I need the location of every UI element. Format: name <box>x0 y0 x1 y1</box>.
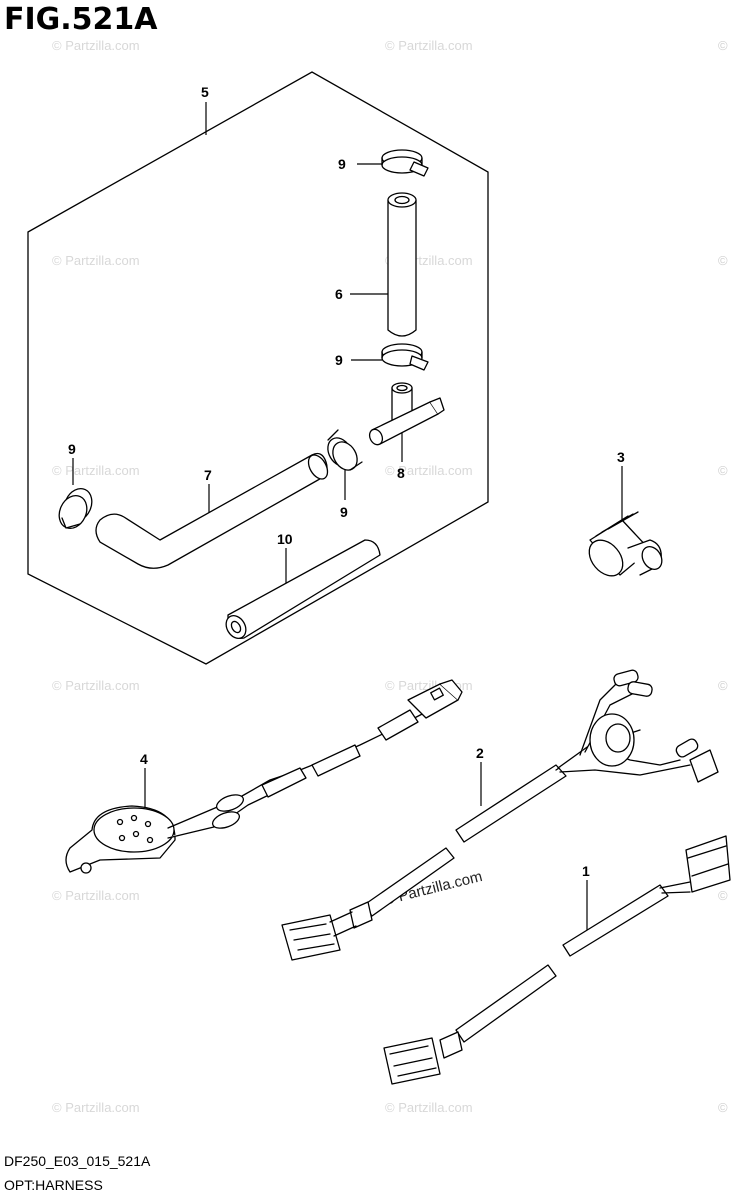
callouts: 5 9 6 9 8 9 9 7 10 3 4 2 1 <box>68 84 625 879</box>
watermark-text: © Partzilla.com <box>385 1100 473 1115</box>
watermark-text: © Partzilla.com <box>52 888 140 903</box>
parts <box>58 149 731 1085</box>
callout-9: 9 <box>335 352 343 368</box>
callout-10: 10 <box>277 531 293 547</box>
callout-9: 9 <box>68 441 76 457</box>
copyright-mark: © <box>718 678 728 693</box>
callout-2: 2 <box>476 745 484 761</box>
copyright-mark: © <box>718 1100 728 1115</box>
callout-3: 3 <box>617 449 625 465</box>
hose-clip-part <box>381 149 429 177</box>
hose-clip-part <box>381 343 429 371</box>
copyright-mark: © <box>718 463 728 478</box>
callout-8: 8 <box>397 465 405 481</box>
callout-4: 4 <box>140 751 148 767</box>
watermark-text: © Partzilla.com <box>52 463 140 478</box>
short-hose-part <box>225 539 381 639</box>
harness-part <box>383 835 731 1085</box>
figure-name: OPT:HARNESS <box>4 1177 103 1193</box>
watermark-text: © Partzilla.com <box>52 253 140 268</box>
plug-part <box>588 511 663 577</box>
kit-box-outline <box>27 71 489 665</box>
callout-6: 6 <box>335 286 343 302</box>
callout-1: 1 <box>582 863 590 879</box>
copyright-mark: © <box>718 888 728 903</box>
callout-7: 7 <box>204 467 212 483</box>
watermark-text: © Partzilla.com <box>52 1100 140 1115</box>
callout-9: 9 <box>340 504 348 520</box>
callout-9: 9 <box>338 156 346 172</box>
leader-lines <box>72 102 623 930</box>
figure-title: FIG.521A <box>4 2 158 37</box>
copyright-mark: © <box>718 38 728 53</box>
sensor-harness-part <box>65 679 463 874</box>
straight-hose-part <box>387 192 417 337</box>
copyright-mark: © <box>718 253 728 268</box>
figure-code: DF250_E03_015_521A <box>4 1153 151 1169</box>
watermark-text: © Partzilla.com <box>385 463 473 478</box>
main-harness-part <box>281 669 719 961</box>
hose-clip-part <box>58 487 93 530</box>
callout-5: 5 <box>201 84 209 100</box>
hose-clip-part <box>327 429 363 471</box>
watermark-text: © Partzilla.com <box>385 38 473 53</box>
t-fitting-part <box>368 382 445 446</box>
watermark-text: © Partzilla.com <box>52 38 140 53</box>
bent-hose-part <box>95 452 329 569</box>
watermark-text: © Partzilla.com <box>52 678 140 693</box>
